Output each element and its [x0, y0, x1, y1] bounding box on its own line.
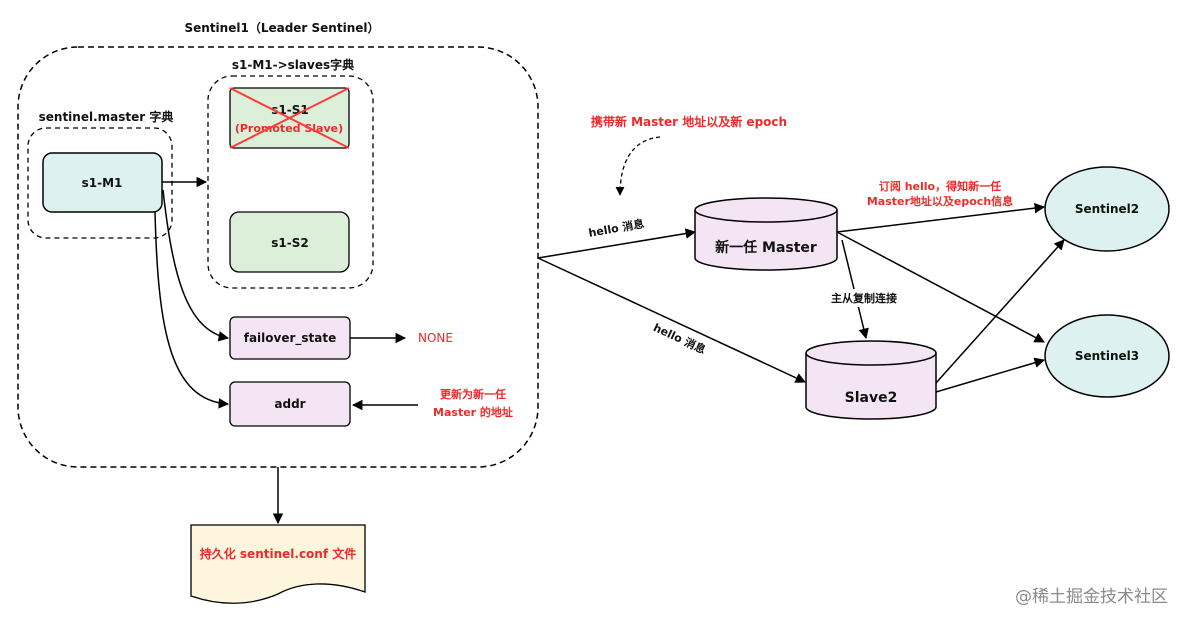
hello-top-label: hello 消息 — [587, 216, 645, 240]
addr-label: addr — [274, 397, 305, 411]
sentinel1-container — [17, 46, 539, 468]
hello-to-master-arrow — [537, 228, 697, 259]
master-dict-title: sentinel.master 字典 — [39, 109, 174, 124]
slave2-node[interactable] — [805, 340, 937, 420]
new-master-node[interactable] — [694, 197, 838, 271]
m1-to-failover-arrow — [162, 189, 230, 342]
hello-to-slave2-arrow — [537, 257, 806, 383]
master-dict-container — [27, 127, 173, 239]
update-note-line1: 更新为新一任 — [440, 387, 506, 401]
watermark: @稀土掘金技术社区 — [1015, 587, 1168, 607]
none-value: NONE — [418, 331, 453, 345]
slave2-to-sentinel2-arrow — [935, 239, 1065, 384]
replication-label-bg — [818, 289, 908, 307]
s1-m1-label: s1-M1 — [82, 176, 123, 190]
s1-s1-promoted-label: (Promoted Slave) — [235, 122, 343, 135]
slaves-dict-container — [207, 75, 374, 289]
cross-line-2 — [229, 87, 350, 149]
m1-to-addr-arrow — [154, 211, 230, 409]
slave2-to-sentinel3-arrow — [935, 357, 1046, 393]
subscribe-note-line1: 订阅 hello，得知新一任 — [879, 179, 1001, 193]
hello-bottom-label: hello 消息 — [651, 320, 708, 356]
slaves-dict-title: s1-M1->slaves字典 — [232, 57, 354, 72]
sentinel1-title: Sentinel1（Leader Sentinel） — [185, 20, 380, 35]
carry-note: 携带新 Master 地址以及新 epoch — [591, 114, 787, 129]
s1-s2-node[interactable] — [229, 211, 350, 273]
slave2-label: Slave2 — [845, 390, 898, 406]
master-to-sentinel2-arrow — [836, 202, 1046, 233]
addr-node[interactable] — [229, 381, 351, 427]
persist-document — [190, 524, 366, 604]
carry-note-arrow — [615, 136, 661, 196]
subscribe-note-line2: Master地址以及epoch信息 — [867, 194, 1013, 208]
master-to-sentinel3-arrow — [836, 231, 1045, 343]
new-master-label: 新一任 Master — [715, 239, 817, 256]
persist-document-label: 持久化 sentinel.conf 文件 — [200, 546, 357, 561]
failover-state-label: failover_state — [244, 331, 337, 346]
sentinel2-label: Sentinel2 — [1075, 202, 1139, 216]
s1-s2-label: s1-S2 — [271, 236, 308, 250]
sentinel3-label: Sentinel3 — [1075, 349, 1139, 363]
sentinel3-node[interactable] — [1044, 314, 1170, 398]
s1-s1-label: s1-S1 — [271, 103, 308, 117]
update-note-line2: Master 的地址 — [433, 405, 513, 419]
replication-label: 主从复制连接 — [831, 291, 897, 305]
